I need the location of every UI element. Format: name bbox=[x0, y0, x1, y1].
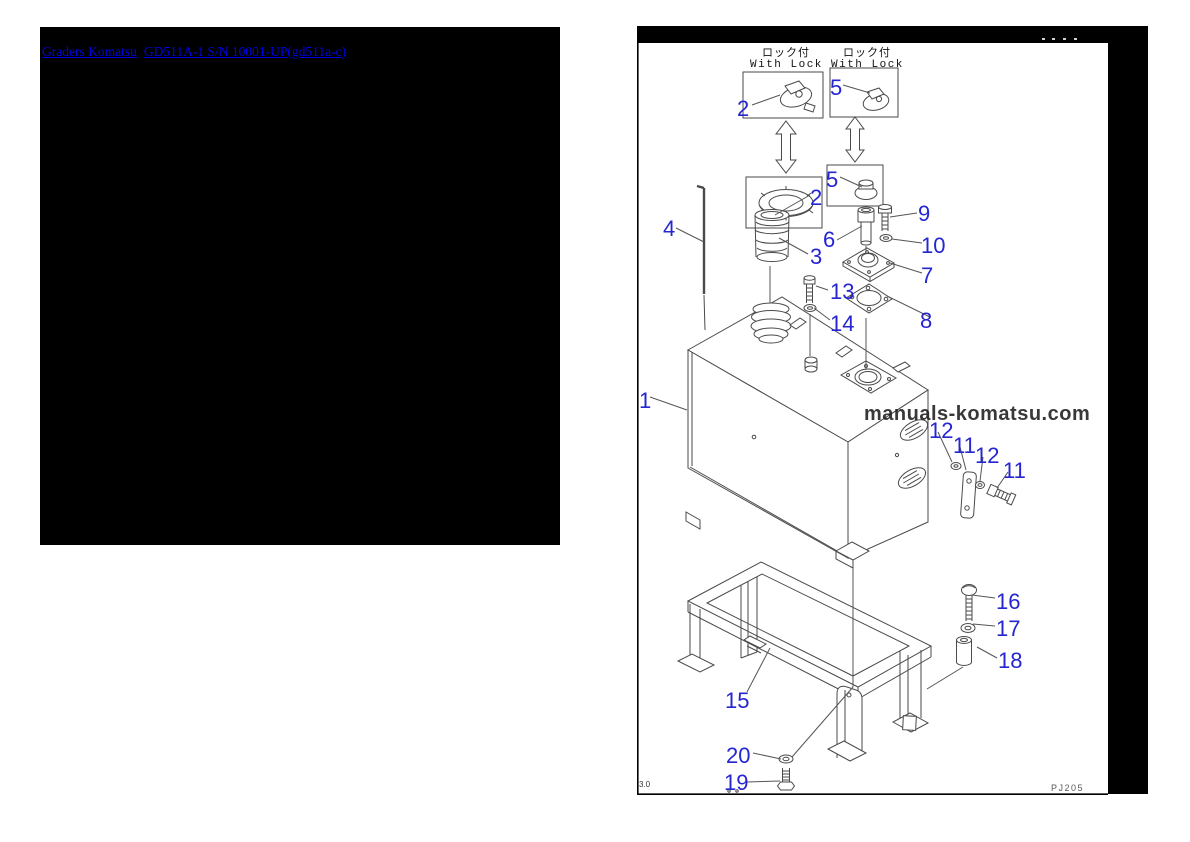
part-16-bolt bbox=[961, 584, 977, 621]
scan-frame bbox=[637, 43, 1108, 795]
callout-11: 11 bbox=[1003, 458, 1026, 483]
with-lock-label-jp-2: ロック付 bbox=[843, 47, 891, 59]
callout-10: 10 bbox=[921, 233, 946, 258]
callout-12: 12 bbox=[975, 443, 1000, 468]
callout-7: 7 bbox=[921, 263, 934, 288]
with-lock-label-jp-1: ロック付 bbox=[762, 47, 810, 59]
callout-15: 15 bbox=[725, 688, 750, 713]
parts-drawing bbox=[637, 43, 1108, 795]
callout-4: 4 bbox=[663, 216, 676, 241]
callout-12: 12 bbox=[929, 418, 954, 443]
callout-20: 20 bbox=[726, 743, 751, 768]
interchange-arrow-right bbox=[845, 116, 865, 163]
part-11-bolt-b bbox=[986, 483, 1017, 506]
part-2-lock-cap-boxed bbox=[742, 71, 824, 119]
callout-11: 11 bbox=[953, 433, 976, 458]
scan-top-border bbox=[637, 26, 1148, 43]
callout-19: 19 bbox=[724, 770, 749, 795]
part-17-washer bbox=[960, 623, 976, 633]
callout-14: 14 bbox=[830, 311, 855, 336]
scan-artifact bbox=[1042, 38, 1045, 40]
part-18-spacer bbox=[956, 636, 972, 666]
part-10-washer bbox=[879, 234, 893, 242]
callout-2: 2 bbox=[810, 185, 823, 210]
part-19-bolt bbox=[727, 768, 796, 793]
part-5-cap-small-boxed bbox=[826, 164, 884, 207]
drawing-code: PJ205 bbox=[1051, 783, 1085, 793]
callout-13: 13 bbox=[830, 279, 855, 304]
callout-16: 16 bbox=[996, 589, 1021, 614]
part-5-lock-cap-boxed bbox=[829, 67, 899, 118]
with-lock-label-en-1: With Lock bbox=[750, 59, 823, 71]
breadcrumb: Graders Komatsu GD511A-1 S/N 10001-UP(gd5… bbox=[42, 43, 353, 61]
breadcrumb-link-category[interactable]: Graders Komatsu bbox=[42, 44, 137, 59]
callout-9: 9 bbox=[918, 201, 931, 226]
with-lock-label-en-2: With Lock bbox=[831, 59, 904, 71]
part-9-bolt bbox=[878, 204, 892, 231]
callout-3: 3 bbox=[810, 244, 823, 269]
part-13-bolt bbox=[803, 275, 816, 303]
callout-17: 17 bbox=[996, 616, 1021, 641]
part-1-fuel-tank bbox=[685, 296, 929, 569]
left-black-panel: Graders Komatsu GD511A-1 S/N 10001-UP(gd5… bbox=[40, 27, 560, 545]
scan-artifact bbox=[1063, 38, 1066, 40]
interchange-arrow-left bbox=[774, 120, 798, 174]
callout-5: 5 bbox=[826, 167, 839, 192]
callout-5: 5 bbox=[830, 75, 843, 100]
part-11-bracket bbox=[960, 471, 977, 519]
scan-right-border bbox=[1108, 43, 1148, 794]
part-14-washer bbox=[803, 304, 817, 312]
callout-8: 8 bbox=[920, 308, 933, 333]
part-12-nut-b bbox=[975, 481, 985, 489]
callout-1: 1 bbox=[639, 388, 652, 413]
scan-scale-note: 3.0 bbox=[639, 780, 651, 789]
scan-artifact bbox=[1074, 38, 1077, 40]
part-6-tube bbox=[857, 206, 875, 246]
callout-2: 2 bbox=[737, 96, 750, 121]
callout-6: 6 bbox=[823, 227, 836, 252]
breadcrumb-link-model[interactable]: GD511A-1 S/N 10001-UP(gd511a-c) bbox=[143, 44, 347, 59]
watermark: manuals-komatsu.com bbox=[864, 403, 1091, 425]
scan-artifact bbox=[1052, 38, 1055, 40]
callout-18: 18 bbox=[998, 648, 1023, 673]
